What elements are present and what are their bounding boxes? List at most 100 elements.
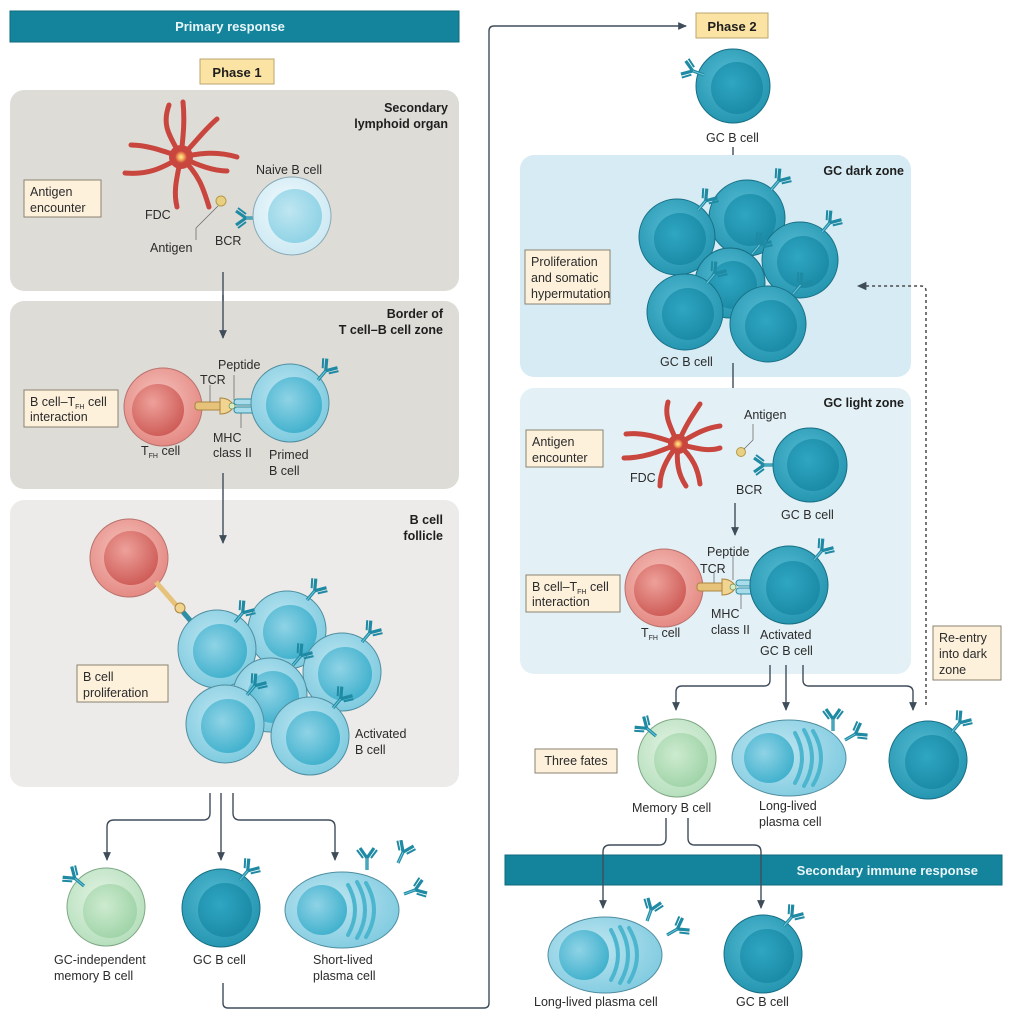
tfh-cell-label: TFH cell: [641, 626, 680, 642]
antigen-label: Antigen: [150, 241, 192, 255]
secondary-response-banner: Secondary immune response: [504, 854, 1003, 886]
naive-b-cell-label: Naive B cell: [256, 163, 322, 177]
box-line: hypermutation: [531, 287, 610, 301]
gc-b-cell: [761, 207, 846, 299]
gc-b-cell: [729, 269, 817, 363]
tfh-cell: [624, 548, 704, 628]
antigen-pointer: [195, 205, 219, 240]
box-line: Three fates: [544, 754, 607, 768]
tfh-cell: [123, 367, 203, 447]
box-line: B cell–TFH cell: [532, 580, 609, 596]
zone-title-line2: lymphoid organ: [354, 117, 448, 131]
short-lived-plasma-cell: [284, 837, 430, 949]
box-line: interaction: [532, 595, 590, 609]
activated-b-cell: [185, 670, 271, 764]
fdc-label: FDC: [630, 471, 656, 485]
bcell-proliferation-box: B cell proliferation: [76, 664, 169, 703]
gc-b-cell: [646, 258, 731, 351]
reentry-box: Re-entry into dark zone: [932, 625, 1002, 681]
antigen-encounter-box: Antigen encounter: [23, 179, 102, 218]
primary-response-banner: Primary response: [9, 10, 460, 43]
mhc-label-line1: MHC: [711, 607, 739, 621]
tcr-link: [154, 580, 178, 607]
peptide-label: Peptide: [707, 545, 749, 559]
gc-b-cell: [678, 48, 771, 124]
phase-2-label: Phase 2: [707, 19, 756, 34]
box-line: Antigen: [30, 185, 72, 199]
activated-b-cell: [177, 597, 259, 689]
fdc-cell: [122, 99, 240, 210]
phase-1-label: Phase 1: [212, 65, 261, 80]
branch-arrows-primary: [103, 793, 339, 861]
connector-to-phase2: [222, 22, 687, 1009]
tcr-label: TCR: [700, 562, 726, 576]
long-lived-label-2: plasma cell: [759, 815, 822, 829]
gc-b-cell-secondary-label: GC B cell: [736, 995, 789, 1009]
tcr-label: TCR: [200, 373, 226, 387]
tfh-cell-label: TFH cell: [141, 444, 180, 460]
box-line: Re-entry: [939, 631, 988, 645]
zone-title-line2: T cell–B cell zone: [339, 323, 443, 337]
antigen-encounter-box: Antigen encounter: [525, 429, 604, 468]
peptide-label: Peptide: [218, 358, 260, 372]
branch-arrows-secondary: [599, 818, 765, 909]
zone-title: GC light zone: [823, 396, 904, 410]
gc-b-cell-label: GC B cell: [193, 953, 246, 967]
bcr-label: BCR: [215, 234, 241, 248]
box-line: B cell: [83, 670, 114, 684]
tcr-mhc-complex: [696, 578, 763, 596]
gc-b-cell: [638, 185, 722, 276]
zone-border-t-b: Border of T cell–B cell zone: [10, 301, 459, 489]
fdc-label: FDC: [145, 208, 171, 222]
long-lived-secondary-label: Long-lived plasma cell: [534, 995, 658, 1009]
tfh-cell: [89, 518, 169, 598]
zone-title-line2: follicle: [403, 529, 443, 543]
box-line: Antigen: [532, 435, 574, 449]
box-line: encounter: [532, 451, 588, 465]
primary-response-title: Primary response: [175, 19, 285, 34]
primed-b-cell: [250, 355, 342, 443]
zone-title-line1: B cell: [410, 513, 443, 527]
mhc-label-line2: class II: [711, 623, 750, 637]
gc-b-cell: [708, 165, 795, 257]
primed-b-cell-label-2: B cell: [269, 464, 300, 478]
gc-b-cell-label: GC B cell: [706, 131, 759, 145]
box-line: into dark: [939, 647, 988, 661]
long-lived-plasma-cell: [731, 707, 871, 797]
antigen-particle: [736, 447, 746, 457]
gc-independent-label-1: GC-independent: [54, 953, 146, 967]
activated-b-cell-cluster: [177, 575, 386, 776]
gc-b-cell-cluster-dark-zone: [638, 165, 846, 363]
bcell-tfh-interaction-box: B cell–TFH cell interaction: [525, 574, 621, 613]
long-lived-plasma-cell-secondary: [547, 895, 693, 994]
mhc-label-line2: class II: [213, 446, 252, 460]
gc-b-cell-secondary: [723, 901, 808, 994]
tcr-head: [174, 602, 186, 614]
fdc-cell: [621, 399, 723, 489]
proliferation-shm-box: Proliferation and somatic hypermutation: [524, 249, 611, 305]
gc-b-cell-reentry: [888, 707, 976, 800]
bcr-label: BCR: [736, 483, 762, 497]
naive-b-cell: [252, 176, 332, 256]
phase-2-box: Phase 2: [695, 12, 769, 39]
gc-independent-label-2: memory B cell: [54, 969, 133, 983]
zone-title-line1: Border of: [387, 307, 444, 321]
primed-b-cell-label-1: Primed: [269, 448, 309, 462]
activated-b-cell-label-1: Activated: [355, 727, 406, 741]
bcell-tfh-interaction-box: B cell–TFH cell interaction: [23, 389, 119, 428]
box-line: encounter: [30, 201, 86, 215]
gc-b-cell-label: GC B cell: [660, 355, 713, 369]
activated-b-cell: [270, 683, 357, 776]
short-lived-label-2: plasma cell: [313, 969, 376, 983]
activated-gc-b-cell-label-1: Activated: [760, 628, 811, 642]
box-line: interaction: [30, 410, 88, 424]
three-fates-box: Three fates: [534, 748, 618, 774]
phase-1-box: Phase 1: [199, 58, 275, 85]
zone-secondary-lymphoid-organ: Secondary lymphoid organ: [10, 90, 459, 291]
antigen-label: Antigen: [744, 408, 786, 422]
antigen-particle: [215, 195, 227, 207]
gc-independent-memory-b-cell: [59, 862, 146, 947]
box-line: proliferation: [83, 686, 148, 700]
reentry-dashed-arrow: [856, 281, 927, 705]
